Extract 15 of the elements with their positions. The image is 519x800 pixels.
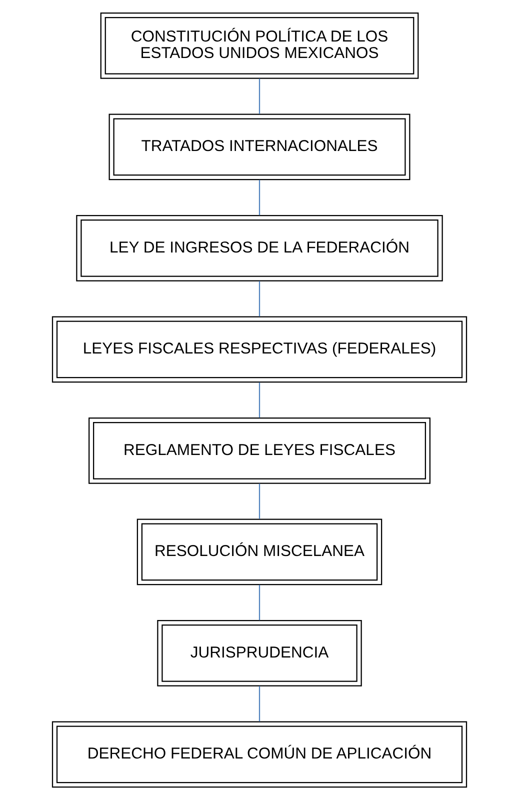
node-box: REGLAMENTO DE LEYES FISCALES: [88, 417, 430, 484]
node-box: LEY DE INGRESOS DE LA FEDERACIÓN: [76, 214, 443, 282]
connector: [258, 484, 260, 519]
connector: [258, 180, 260, 216]
node-box: DERECHO FEDERAL COMÚN DE APLICACIÓN: [52, 721, 468, 788]
connector: [258, 382, 260, 418]
node-box: JURISPRUDENCIA: [157, 620, 362, 686]
connector: [258, 281, 260, 316]
connector: [258, 584, 260, 620]
node-box: RESOLUCIÓN MISCELANEA: [136, 518, 382, 586]
node-box: TRATADOS INTERNACIONALES: [108, 114, 410, 180]
connector: [258, 78, 260, 114]
node-box: CONSTITUCIÓN POLÍTICA DE LOS ESTADOS UNIDOS MEXICANOS: [100, 12, 419, 79]
node-box: LEYES FISCALES RESPECTIVAS (FEDERALES): [52, 316, 468, 383]
connector: [258, 686, 260, 722]
